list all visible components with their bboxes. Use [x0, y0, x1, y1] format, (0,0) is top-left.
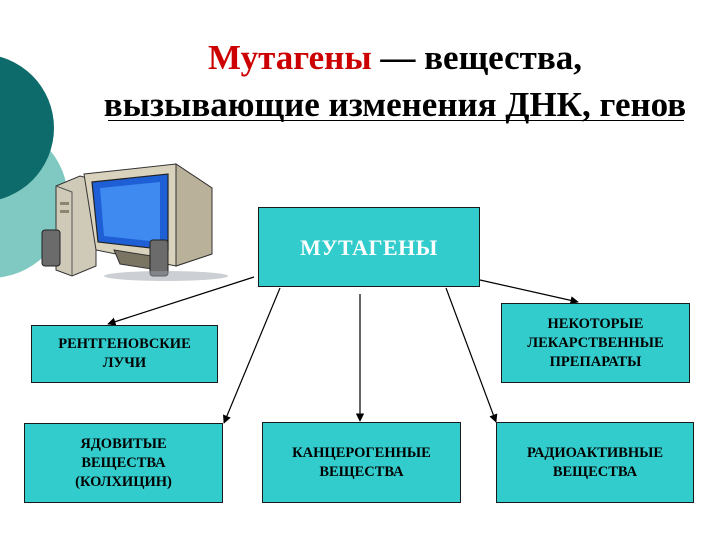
node-radioactive: РАДИОАКТИВНЫЕ ВЕЩЕСТВА — [496, 422, 694, 503]
center-node-mutagens: МУТАГЕНЫ — [258, 207, 480, 287]
decor-circle-dark — [0, 56, 54, 200]
title-highlight: Мутагены — [208, 38, 372, 77]
arrow-to-xray — [107, 276, 255, 326]
node-carcinogens: КАНЦЕРОГЕННЫЕ ВЕЩЕСТВА — [262, 422, 461, 503]
connector-arrows — [107, 276, 579, 424]
title-rest: — вещества, вызывающие изменения ДНК, ге… — [103, 38, 687, 124]
node-xray: РЕНТГЕНОВСКИЕ ЛУЧИ — [31, 325, 218, 383]
arrow-to-poisons — [223, 287, 281, 424]
node-poisons: ЯДОВИТЫЕ ВЕЩЕСТВА (КОЛХИЦИН) — [24, 423, 223, 503]
title-underline — [108, 120, 684, 121]
arrow-to-drugs — [479, 279, 579, 305]
arrow-to-radioactive — [445, 287, 498, 423]
computer-icon — [41, 163, 228, 281]
slide-title: Мутагены — вещества, вызывающие изменени… — [100, 34, 690, 128]
node-drugs: НЕКОТОРЫЕ ЛЕКАРСТВЕННЫЕ ПРЕПАРАТЫ — [501, 303, 690, 383]
